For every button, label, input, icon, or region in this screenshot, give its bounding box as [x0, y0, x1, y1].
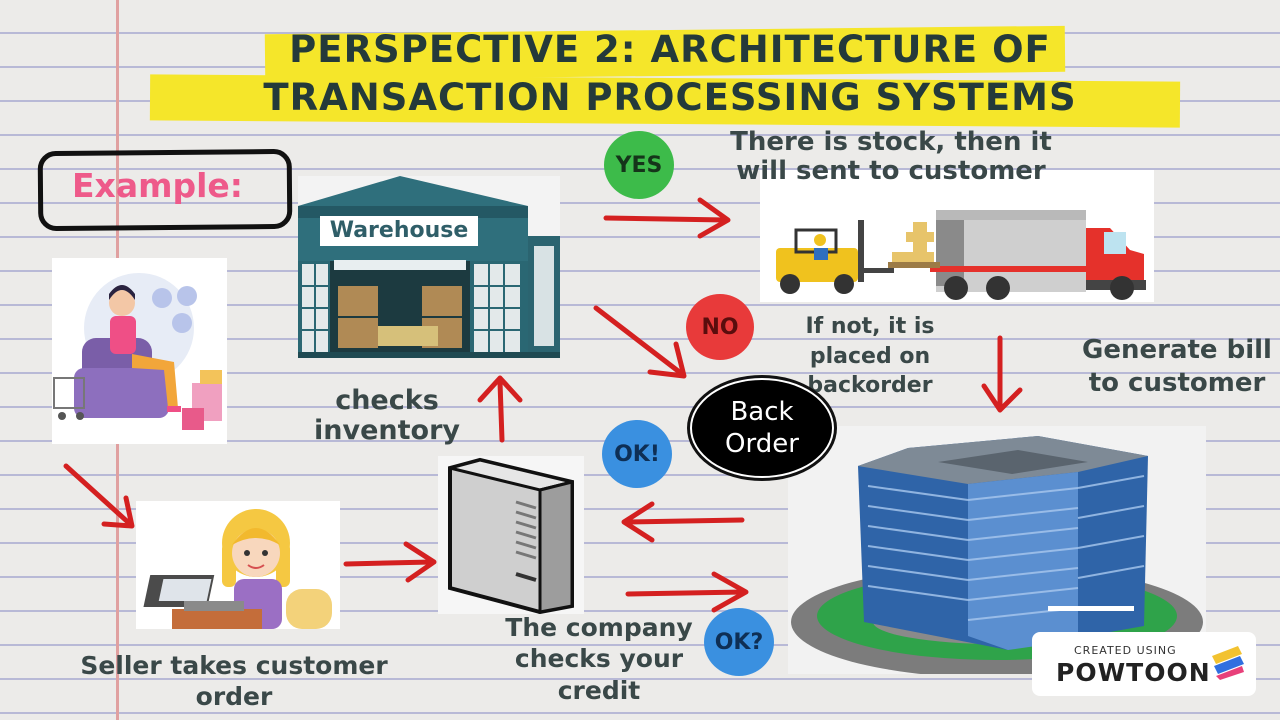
ok-badge: OK! — [602, 420, 672, 488]
checks-inventory-label: checks inventory — [302, 386, 472, 445]
backorder-note-label: If not, it is placed on backorder — [780, 312, 960, 401]
stock-line-2: will sent to customer — [736, 155, 1046, 186]
arrow-shopper-to-seller — [63, 463, 135, 529]
credit-line-2: checks your — [514, 644, 684, 674]
backorder-note-line-3: backorder — [807, 373, 933, 399]
powtoon-logo-icon — [1212, 646, 1244, 680]
credit-line-1: The company — [505, 613, 693, 642]
seller-label: Seller takes customer order — [66, 650, 402, 713]
no-badge: NO — [686, 294, 754, 360]
arrow-server-to-warehouse — [477, 375, 523, 443]
title-line-1: PERSPECTIVE 2: ARCHITECTURE OF — [289, 28, 1051, 71]
ok-question-badge: OK? — [704, 608, 774, 676]
back-order-line-1: Back — [730, 397, 794, 427]
backorder-note-line-1: If not, it is — [805, 314, 935, 339]
truck-forklift-illustration — [760, 170, 1154, 302]
seller-illustration — [136, 501, 340, 629]
generate-bill-line-2: to customer — [1088, 367, 1266, 398]
back-order-line-2: Order — [725, 429, 799, 459]
credit-line-3: credit — [557, 675, 641, 705]
arrow-building-to-server — [621, 501, 745, 543]
checks-inventory-line-1: checks — [335, 385, 439, 416]
example-label: Example: — [72, 166, 243, 205]
title-line-2: TRANSACTION PROCESSING SYSTEMS — [263, 76, 1077, 119]
arrow-server-to-building — [625, 571, 749, 613]
powtoon-watermark: CREATED USING POWTOON — [1032, 632, 1256, 696]
checks-inventory-line-2: inventory — [314, 414, 460, 446]
stock-line-1: There is stock, then it — [730, 127, 1052, 157]
arrow-warehouse-to-backorder — [593, 305, 687, 379]
server-tower-illustration — [438, 456, 584, 614]
generate-bill-label: Generate bill to customer — [1072, 334, 1280, 399]
back-order-node: Back Order — [690, 378, 834, 478]
warehouse-illustration: Warehouse — [298, 176, 560, 358]
seller-line-1: Seller takes customer — [80, 651, 388, 680]
online-shopper-illustration — [52, 258, 227, 444]
yes-badge: YES — [604, 131, 674, 199]
credit-label: The company checks your credit — [494, 612, 704, 706]
watermark-brand: POWTOON — [1056, 658, 1211, 687]
stock-label: There is stock, then it will sent to cus… — [716, 128, 1066, 185]
arrow-bill-down — [981, 335, 1023, 413]
seller-line-2: order — [195, 682, 273, 712]
watermark-created-using: CREATED USING — [1074, 644, 1177, 657]
arrow-seller-to-server — [343, 541, 437, 583]
generate-bill-line-1: Generate bill — [1082, 335, 1272, 365]
warehouse-sign: Warehouse — [329, 218, 469, 243]
arrow-yes-to-truck — [603, 197, 731, 239]
backorder-note-line-2: placed on — [809, 343, 931, 369]
